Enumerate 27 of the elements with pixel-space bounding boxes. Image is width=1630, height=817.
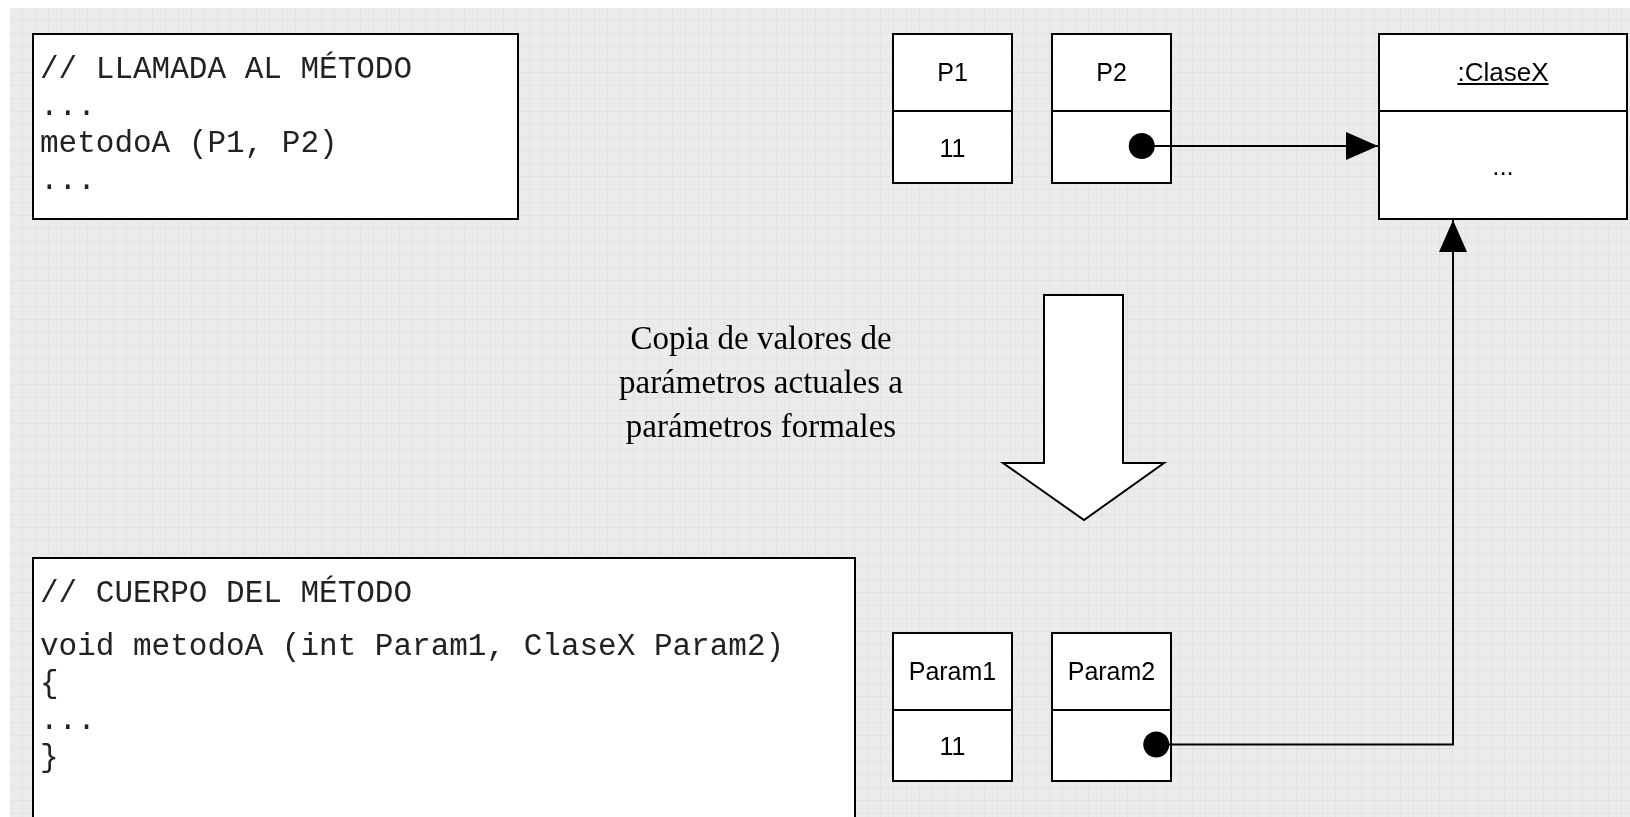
code-box — [32, 33, 519, 220]
variable-value: 11 — [939, 732, 966, 761]
variable-value: 11 — [939, 133, 966, 163]
variable-box — [892, 33, 1013, 184]
code-line: { — [40, 665, 59, 702]
reference-arrow — [1128, 132, 1379, 160]
code-line: metodoA (P1, P2) — [40, 125, 338, 162]
variable-name: Param1 — [908, 657, 997, 686]
variable-name: P2 — [1096, 58, 1127, 87]
object-box — [1378, 33, 1628, 220]
note-text: Copia de valores de parámetros actuales a parámetros formales — [618, 319, 904, 446]
variable-name: :ClaseX — [1457, 57, 1549, 88]
code-line: void metodoA (int Param1, ClaseX Param2) — [40, 628, 785, 665]
code-line: } — [40, 739, 59, 776]
reference-arrow — [1143, 219, 1467, 758]
code-box — [32, 557, 856, 817]
code-line: ... — [40, 88, 96, 125]
code-line: // CUERPO DEL MÉTODO — [40, 575, 413, 612]
variable-box — [892, 632, 1013, 782]
variable-name: Param2 — [1067, 657, 1156, 686]
variable-value: ... — [1492, 150, 1514, 182]
code-line: // LLAMADA AL MÉTODO — [40, 51, 413, 88]
variable-box — [1051, 33, 1172, 184]
variable-name: P1 — [937, 58, 968, 87]
code-line: ... — [40, 162, 96, 199]
code-line: ... — [40, 702, 96, 739]
variable-box — [1051, 632, 1172, 782]
